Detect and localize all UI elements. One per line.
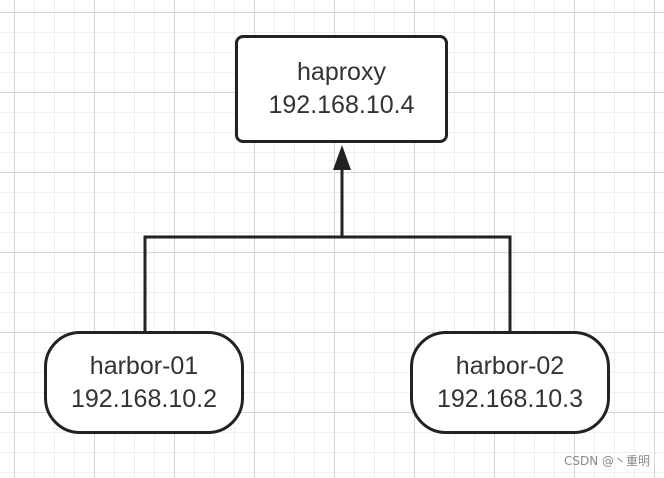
edge-harbor-02-to-haproxy bbox=[342, 235, 512, 331]
node-harbor-02-name: harbor-02 bbox=[455, 351, 565, 380]
edge-harbor-01-to-haproxy bbox=[143, 160, 344, 331]
node-harbor-02-ip: 192.168.10.3 bbox=[437, 384, 583, 413]
node-haproxy[interactable]: haproxy 192.168.10.4 bbox=[235, 35, 448, 143]
node-harbor-02[interactable]: harbor-02 192.168.10.3 bbox=[410, 331, 610, 434]
node-harbor-01[interactable]: harbor-01 192.168.10.2 bbox=[44, 331, 244, 434]
node-haproxy-ip: 192.168.10.4 bbox=[268, 91, 415, 119]
watermark: CSDN @丶重明 bbox=[563, 454, 650, 468]
node-harbor-01-name: harbor-01 bbox=[89, 351, 199, 380]
node-harbor-01-ip: 192.168.10.2 bbox=[71, 384, 217, 413]
arrowhead-icon bbox=[333, 145, 351, 170]
node-haproxy-name: haproxy bbox=[297, 58, 386, 86]
